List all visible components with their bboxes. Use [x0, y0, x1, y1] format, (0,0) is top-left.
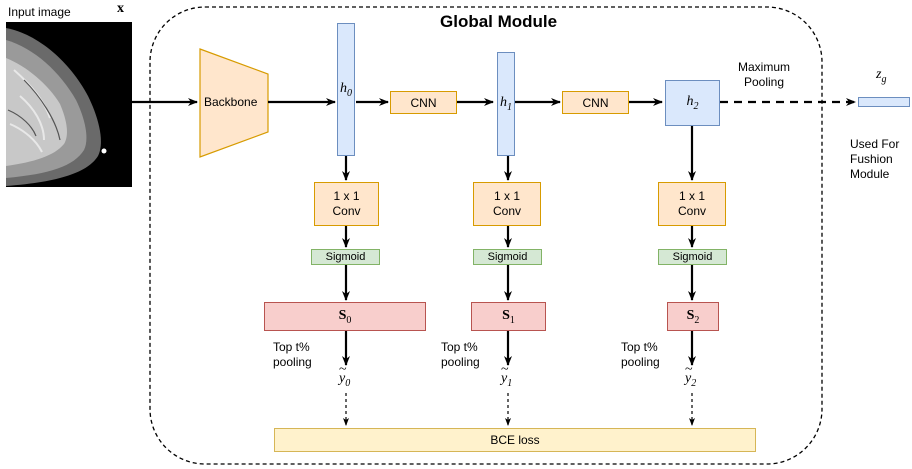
cnn-block-1: CNN	[390, 91, 457, 114]
global-module-title: Global Module	[440, 12, 558, 31]
global-feature-zg: zg	[876, 67, 887, 85]
prediction-y1: ~y1	[501, 362, 513, 389]
mammogram-image	[6, 22, 132, 187]
zg-vector	[858, 97, 910, 107]
input-symbol-x: x	[117, 1, 124, 16]
feature-h1: h1	[497, 52, 515, 156]
backbone-label: Backbone	[204, 95, 258, 109]
pooling-label-0: Top t%pooling	[273, 340, 312, 369]
bce-loss-block: BCE loss	[274, 428, 756, 452]
input-image-caption: Input image	[8, 5, 71, 19]
pooling-label-2: Top t%pooling	[621, 340, 660, 369]
feature-h2: h2	[665, 80, 720, 126]
saliency-s2: S2	[667, 302, 719, 331]
sigmoid-block-1: Sigmoid	[473, 249, 542, 265]
feature-h0: h0	[337, 23, 355, 156]
prediction-y2: ~y2	[685, 362, 697, 389]
global-module-frame	[149, 6, 823, 465]
saliency-s0: S0	[264, 302, 426, 331]
cnn-block-2: CNN	[562, 91, 629, 114]
prediction-y0: ~y0	[339, 362, 351, 389]
saliency-s1: S1	[471, 302, 546, 331]
pooling-label-1: Top t%pooling	[441, 340, 480, 369]
backbone-block	[199, 48, 269, 158]
sigmoid-block-2: Sigmoid	[658, 249, 727, 265]
sigmoid-block-0: Sigmoid	[311, 249, 380, 265]
